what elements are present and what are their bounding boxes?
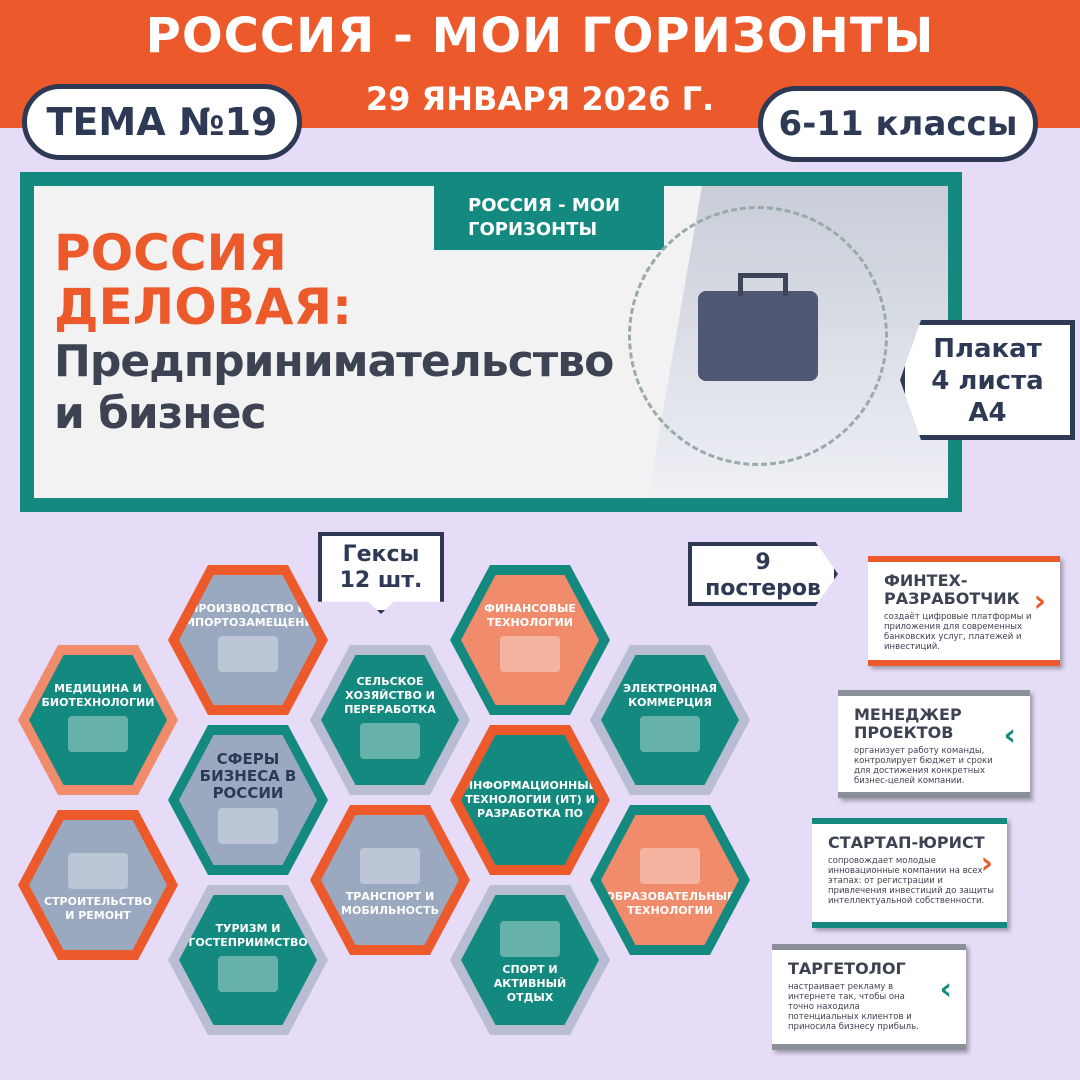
posters-note-line1: 9	[755, 550, 771, 575]
hex-label: ПРОИЗВОДСТВО И ИМПОРТОЗАМЕЩЕНИЕ	[174, 602, 322, 629]
hex-agriculture: СЕЛЬСКОЕ ХОЗЯЙСТВО И ПЕРЕРАБОТКА	[310, 645, 470, 795]
date: 29 ЯНВАРЯ 2026 Г.	[365, 80, 715, 118]
hex-label: ТРАНСПОРТ И МОБИЛЬНОСТЬ	[341, 890, 439, 917]
business-circle-illustration	[628, 206, 888, 466]
posters-note-line2: постеров	[705, 576, 821, 601]
banner-tag: РОССИЯ - МОИ ГОРИЗОНТЫ	[434, 186, 664, 250]
briefcase-icon	[218, 807, 278, 844]
poster-text: организует работу команды, контролирует …	[854, 746, 993, 786]
poster-text: сопровождает молодые инновационные компа…	[828, 856, 995, 906]
gears-icon	[218, 636, 278, 672]
poster-fintech: ФИНТЕХ-РАЗРАБОТЧИК создаёт цифровые платф…	[868, 556, 1060, 666]
poster-note-line1: Плакат	[933, 334, 1042, 364]
travel-icon	[218, 956, 278, 992]
briefcase-icon	[698, 273, 818, 381]
poster-text: создаёт цифровые платформы и приложения …	[884, 612, 1032, 652]
banner-subtitle-line2: и бизнес	[54, 388, 267, 439]
finance-icon	[500, 636, 560, 672]
hex-construction: СТРОИТЕЛЬСТВО И РЕМОНТ	[18, 810, 178, 960]
poster-startup-lawyer: СТАРТАП-ЮРИСТ сопровождает молодые иннова…	[812, 818, 1007, 928]
chevron-icon: ›	[980, 846, 993, 881]
hex-production: ПРОИЗВОДСТВО И ИМПОРТОЗАМЕЩЕНИЕ	[168, 565, 328, 715]
banner-title-line2: ДЕЛОВАЯ:	[54, 278, 353, 336]
hex-transport: ТРАНСПОРТ И МОБИЛЬНОСТЬ	[310, 805, 470, 955]
hex-it: ИНФОРМАЦИОННЫЕ ТЕХНОЛОГИИ (ИТ) И РАЗРАБО…	[450, 725, 610, 875]
poster-text: настраивает рекламу в интернете так, что…	[788, 982, 919, 1032]
hex-label: МЕДИЦИНА И БИОТЕХНОЛОГИИ	[41, 682, 155, 709]
hex-label: СТРОИТЕЛЬСТВО И РЕМОНТ	[43, 895, 153, 922]
grades-badge: 6-11 классы	[758, 86, 1038, 162]
poster-note-line3: А4	[968, 398, 1007, 428]
poster-title: МЕНЕДЖЕР ПРОЕКТОВ	[854, 705, 962, 742]
banner-subtitle-line1: Предпринимательство	[54, 336, 614, 387]
topic-badge: ТЕМА №19	[22, 84, 302, 160]
hex-label: СФЕРЫ БИЗНЕСА В РОССИИ	[199, 749, 297, 802]
hex-business-spheres: СФЕРЫ БИЗНЕСА В РОССИИ	[168, 725, 328, 875]
classroom-icon	[640, 848, 700, 884]
poster-title: ТАРГЕТОЛОГ	[788, 959, 906, 978]
poster-title: ФИНТЕХ-РАЗРАБОТЧИК	[884, 571, 1020, 608]
shop-icon	[640, 716, 700, 752]
poster-note-line2: 4 листа	[931, 366, 1044, 396]
construction-icon	[68, 853, 128, 889]
hex-label: ОБРАЗОВАТЕЛЬНЫЕ ТЕХНОЛОГИИ	[605, 890, 735, 917]
farm-icon	[360, 723, 420, 759]
sport-icon	[500, 921, 560, 957]
hex-medicine: МЕДИЦИНА И БИОТЕХНОЛОГИИ	[18, 645, 178, 795]
hex-note-line1: Гексы	[342, 542, 420, 567]
hex-label: ФИНАНСОВЫЕ ТЕХНОЛОГИИ	[484, 602, 576, 629]
hex-tourism: ТУРИЗМ И ГОСТЕПРИИМСТВО	[168, 885, 328, 1035]
chevron-icon: ‹	[1003, 718, 1016, 753]
hex-label: ЭЛЕКТРОННАЯ КОММЕРЦИЯ	[622, 682, 718, 709]
chevron-icon: ‹	[939, 972, 952, 1007]
hex-note-line2: 12 шт.	[339, 568, 423, 593]
poster-project-manager: МЕНЕДЖЕР ПРОЕКТОВ организует работу коман…	[838, 690, 1030, 798]
chevron-icon: ›	[1033, 584, 1046, 619]
hex-label: СПОРТ И АКТИВНЫЙ ОТДЫХ	[493, 963, 567, 1004]
hex-sport: СПОРТ И АКТИВНЫЙ ОТДЫХ	[450, 885, 610, 1035]
banner-title-line1: РОССИЯ	[54, 224, 287, 282]
hex-education: ОБРАЗОВАТЕЛЬНЫЕ ТЕХНОЛОГИИ	[590, 805, 750, 955]
poster-title: СТАРТАП-ЮРИСТ	[828, 833, 985, 852]
hex-label: ИНФОРМАЦИОННЫЕ ТЕХНОЛОГИИ (ИТ) И РАЗРАБО…	[463, 779, 597, 820]
poster-targetologist: ТАРГЕТОЛОГ настраивает рекламу в интернет…	[772, 944, 966, 1050]
hex-label: ТУРИЗМ И ГОСТЕПРИИМСТВО	[188, 922, 308, 949]
hex-label: СЕЛЬСКОЕ ХОЗЯЙСТВО И ПЕРЕРАБОТКА	[344, 675, 436, 716]
hex-fintech: ФИНАНСОВЫЕ ТЕХНОЛОГИИ	[450, 565, 610, 715]
transport-icon	[360, 848, 420, 884]
main-title: РОССИЯ - МОИ ГОРИЗОНТЫ	[145, 8, 935, 64]
hex-ecommerce: ЭЛЕКТРОННАЯ КОММЕРЦИЯ	[590, 645, 750, 795]
lab-icon	[68, 716, 128, 752]
